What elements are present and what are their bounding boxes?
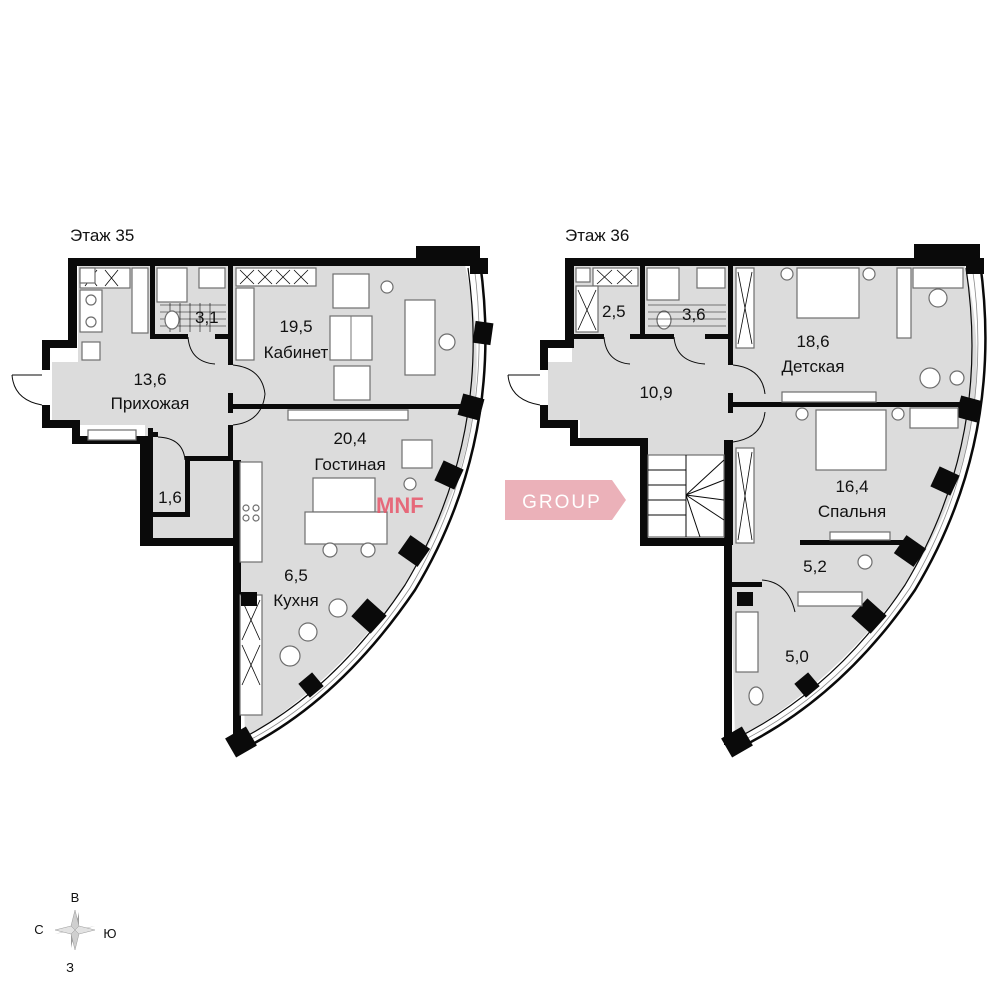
compass: В С Ю З <box>34 890 116 975</box>
room-area-16-4: 16,4 <box>835 477 868 496</box>
room-area-1-6: 1,6 <box>158 488 182 507</box>
room-area-19-5: 19,5 <box>279 317 312 336</box>
room-name-detskaya: Детская <box>782 357 845 376</box>
room-name-kukhnya: Кухня <box>273 591 319 610</box>
floor-35: Этаж 35 <box>11 226 494 758</box>
floor-35-title: Этаж 35 <box>70 226 134 245</box>
room-name-kabinet: Кабинет <box>264 343 329 362</box>
room-area-6-5: 6,5 <box>284 566 308 585</box>
compass-east-label: Ю <box>103 926 116 941</box>
floor-36-title: Этаж 36 <box>565 226 629 245</box>
room-area-3-6: 3,6 <box>682 305 706 324</box>
room-area-10-9: 10,9 <box>639 383 672 402</box>
room-area-5-2: 5,2 <box>803 557 827 576</box>
brand-watermark: MNF GROUP <box>376 480 626 520</box>
room-area-2-5: 2,5 <box>602 302 626 321</box>
floor-36: Этаж 36 <box>507 226 987 758</box>
room-area-13-6: 13,6 <box>133 370 166 389</box>
compass-west-label: С <box>34 922 43 937</box>
room-area-20-4: 20,4 <box>333 429 366 448</box>
room-area-3-1: 3,1 <box>195 308 219 327</box>
room-name-prikhozhaya: Прихожая <box>111 394 190 413</box>
brand-logo-group: GROUP <box>522 492 602 513</box>
room-area-5-0: 5,0 <box>785 647 809 666</box>
compass-north-label: В <box>71 890 80 905</box>
group-badge <box>505 480 626 520</box>
compass-south-label: З <box>66 960 74 975</box>
room-name-gostinaya: Гостиная <box>314 455 385 474</box>
brand-logo-mnf: MNF <box>376 493 424 518</box>
room-area-18-6: 18,6 <box>796 332 829 351</box>
room-name-spalnya: Спальня <box>818 502 886 521</box>
